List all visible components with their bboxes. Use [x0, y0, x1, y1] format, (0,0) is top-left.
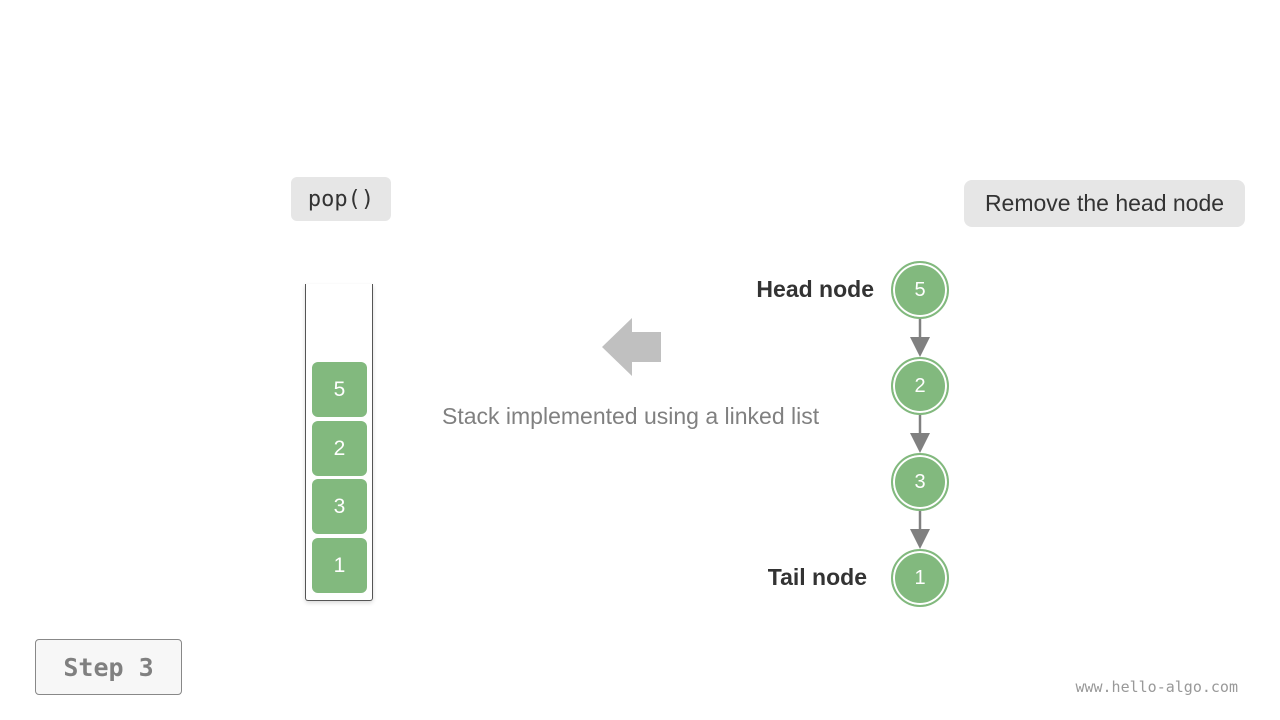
stack-item: 1: [312, 538, 367, 593]
stack-item: 3: [312, 479, 367, 534]
head-node-label: Head node: [756, 276, 874, 302]
tail-node-label: Tail node: [767, 564, 867, 590]
watermark: www.hello-algo.com: [1075, 678, 1238, 696]
list-node: 3: [891, 453, 949, 511]
step-indicator: Step 3: [35, 639, 182, 695]
list-node: 1: [891, 549, 949, 607]
left-arrow-icon: [602, 318, 661, 376]
action-label: Remove the head node: [964, 180, 1245, 227]
stack-item: 2: [312, 421, 367, 476]
list-node: 2: [891, 357, 949, 415]
stack-container: [305, 284, 373, 601]
list-node: 5: [891, 261, 949, 319]
diagram-caption: Stack implemented using a linked list: [442, 403, 820, 429]
operation-label: pop(): [291, 177, 391, 221]
stack-item: 5: [312, 362, 367, 417]
